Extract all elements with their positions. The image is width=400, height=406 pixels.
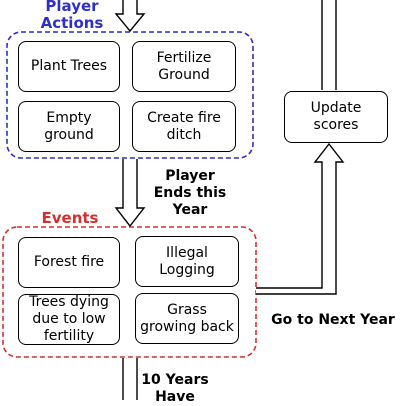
plant-trees-label: Plant Trees	[30, 58, 108, 75]
arrow-into-player-actions	[114, 0, 146, 33]
trees-dying-label: Trees dying due to low fertility	[29, 294, 109, 344]
update-scores-node: Update scores	[284, 91, 388, 143]
player-ends-line1: Player	[165, 168, 215, 184]
arrow-update-to-top	[321, 0, 337, 90]
illegal-logging-node: Illegal Logging	[135, 236, 239, 287]
player-ends-line3: Year	[172, 201, 208, 218]
plant-trees-node: Plant Trees	[18, 41, 120, 92]
forest-fire-node: Forest fire	[18, 237, 120, 288]
player-ends-line2: Ends this	[153, 184, 227, 201]
fertilize-ground-node: Fertilize Ground	[132, 41, 236, 92]
update-scores-label: Update scores	[310, 100, 362, 133]
ten-years-line2: Have	[155, 388, 195, 405]
illegal-logging-label: Illegal Logging	[159, 244, 215, 278]
ten-years-line1: 10 Years	[141, 372, 209, 388]
player-actions-title-line1: Player	[45, 0, 99, 15]
fertilize-ground-label: Fertilize Ground	[156, 49, 212, 83]
empty-ground-label: Empty ground	[44, 109, 94, 143]
events-title: Events	[41, 209, 99, 227]
grass-growing-node: Grass growing back	[135, 293, 239, 344]
arrow-player-ends-year	[114, 159, 146, 228]
trees-dying-node: Trees dying due to low fertility	[18, 294, 120, 345]
ten-years-label: 10 Years Have	[140, 372, 210, 406]
arrow-go-to-next-year	[256, 142, 345, 295]
forest-fire-label: Forest fire	[33, 254, 105, 271]
player-actions-title: Player Actions	[27, 0, 117, 31]
create-fire-ditch-node: Create fire ditch	[132, 101, 236, 152]
empty-ground-node: Empty ground	[18, 101, 120, 152]
player-ends-year-label: Player Ends this Year	[140, 168, 240, 218]
create-fire-ditch-label: Create fire ditch	[147, 109, 221, 143]
arrow-ten-years	[122, 358, 138, 400]
next-year-label: Go to Next Year	[271, 312, 395, 328]
grass-growing-label: Grass growing back	[140, 301, 234, 335]
player-actions-title-line2: Actions	[40, 13, 104, 32]
